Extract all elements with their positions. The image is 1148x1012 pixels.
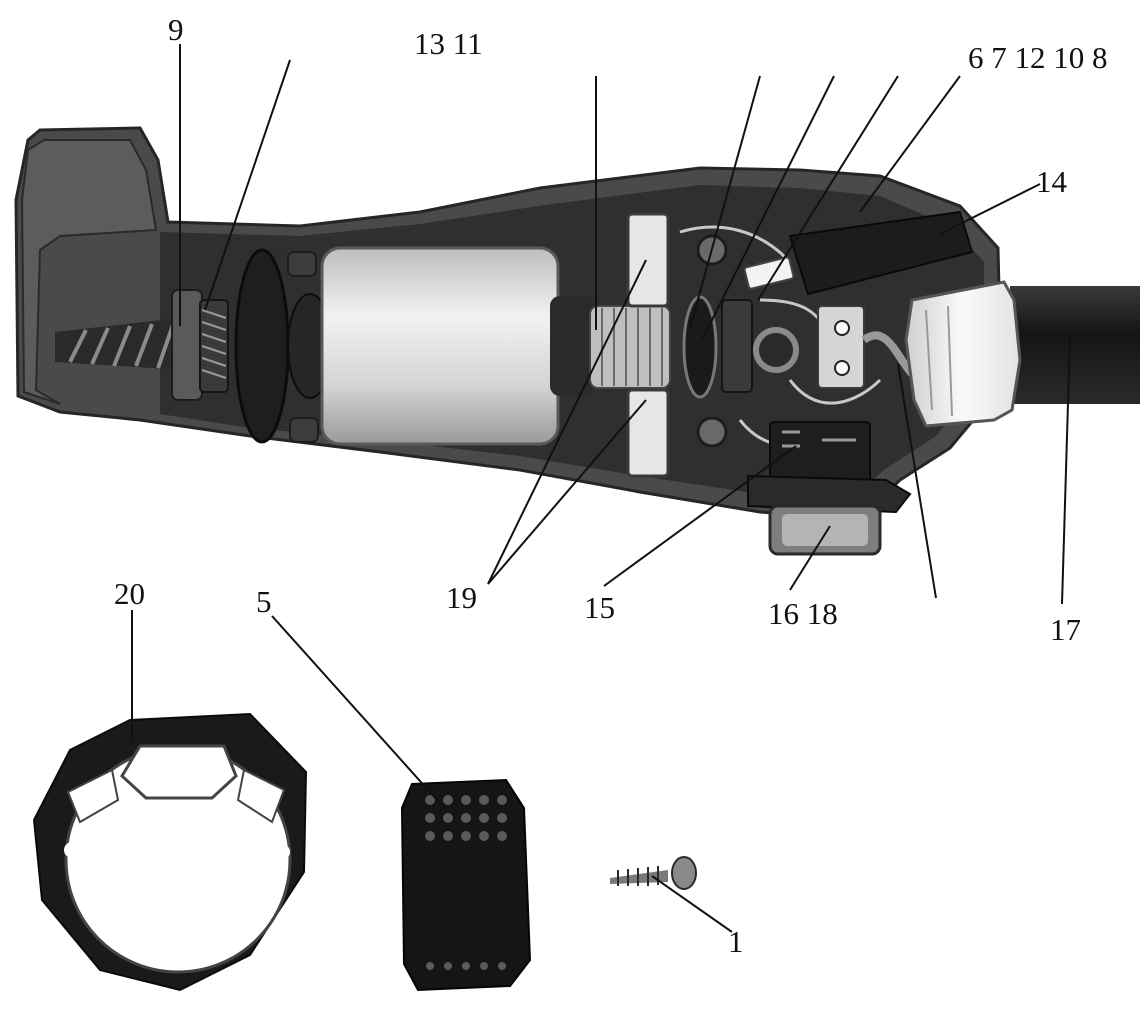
bit-flute-lines	[68, 321, 176, 369]
callout-5: 5	[256, 584, 272, 619]
leader-17	[1061, 335, 1071, 605]
leader-1	[651, 875, 733, 933]
switch-frame	[747, 474, 912, 514]
strain-relief-ridges	[925, 305, 953, 417]
screw-head	[671, 856, 697, 890]
wire-bundle	[679, 225, 882, 448]
gasket-keyhole	[120, 744, 238, 800]
contact-screw-top	[834, 320, 850, 336]
brush-holder-bottom	[626, 388, 670, 478]
cover-perforation-grid	[425, 795, 507, 970]
callout-13-11: 13 11	[414, 26, 483, 61]
mounting-post-bottom-left	[289, 417, 319, 443]
cover-body	[400, 778, 532, 992]
callout-19: 19	[446, 580, 477, 615]
part-14-body	[788, 210, 974, 296]
part-14-block	[743, 210, 974, 296]
switch-button-face	[782, 514, 868, 546]
leader-6	[689, 75, 761, 329]
leader-7	[701, 75, 835, 341]
leader-10-8	[859, 75, 961, 213]
housing-blade-end	[20, 139, 158, 405]
brush-holder-top	[626, 212, 670, 308]
callout-labels: 9 13 11 6 7 12 10 8 14 19 15 16 18 17 20…	[114, 12, 1108, 959]
screw-boss-bottom	[696, 416, 728, 448]
leader-9b	[204, 59, 291, 311]
switch-15-terminals	[782, 430, 856, 448]
callout-1: 1	[728, 924, 744, 959]
cable-assembly	[904, 280, 1140, 428]
spring-coils	[201, 309, 227, 379]
part-1-screw	[610, 856, 697, 890]
choke-block	[721, 299, 753, 393]
callout-14: 14	[1036, 164, 1068, 199]
leader-lines	[131, 44, 1071, 933]
fan-disk	[234, 248, 290, 444]
gasket-hole-left	[64, 842, 80, 858]
power-cable	[1010, 286, 1140, 404]
callout-6-7-12-10-8: 6 7 12 10 8	[968, 40, 1108, 75]
leader-18	[897, 363, 937, 599]
strain-relief-cap	[904, 280, 1022, 428]
leader-15	[603, 445, 797, 587]
callout-17: 17	[1050, 612, 1081, 647]
commutator-segments	[601, 308, 663, 386]
motor-assembly	[320, 246, 671, 446]
shaft-bearing-9	[171, 289, 203, 401]
electronics	[679, 225, 923, 485]
part-5-button-cover	[400, 778, 532, 992]
toroid-coil	[753, 327, 799, 373]
leader-19b	[487, 399, 647, 585]
gasket-window-left	[66, 768, 120, 824]
bearing-ring	[682, 295, 718, 399]
callout-9: 9	[168, 12, 184, 47]
callout-20: 20	[114, 576, 145, 611]
motor-end-cap	[550, 296, 594, 396]
mounting-post-top-left	[287, 251, 317, 277]
leader-16	[789, 525, 831, 591]
screw-thread-lines	[617, 866, 659, 886]
callout-16-18: 16 18	[768, 596, 838, 631]
brush-holders	[626, 212, 753, 478]
leader-12	[757, 75, 899, 301]
callout-15: 15	[584, 590, 615, 625]
part-20-gasket	[32, 712, 308, 992]
part-14-tab	[743, 256, 795, 290]
switch-contacts	[817, 305, 865, 389]
motor-can	[320, 246, 560, 446]
leader-14	[939, 183, 1041, 235]
gasket-hole-right	[274, 844, 290, 860]
gasket-window-right	[236, 768, 286, 824]
leader-19a	[487, 259, 647, 585]
contact-screw-bottom	[834, 360, 850, 376]
leader-5	[271, 615, 447, 811]
switch-button-16-18	[747, 474, 912, 556]
